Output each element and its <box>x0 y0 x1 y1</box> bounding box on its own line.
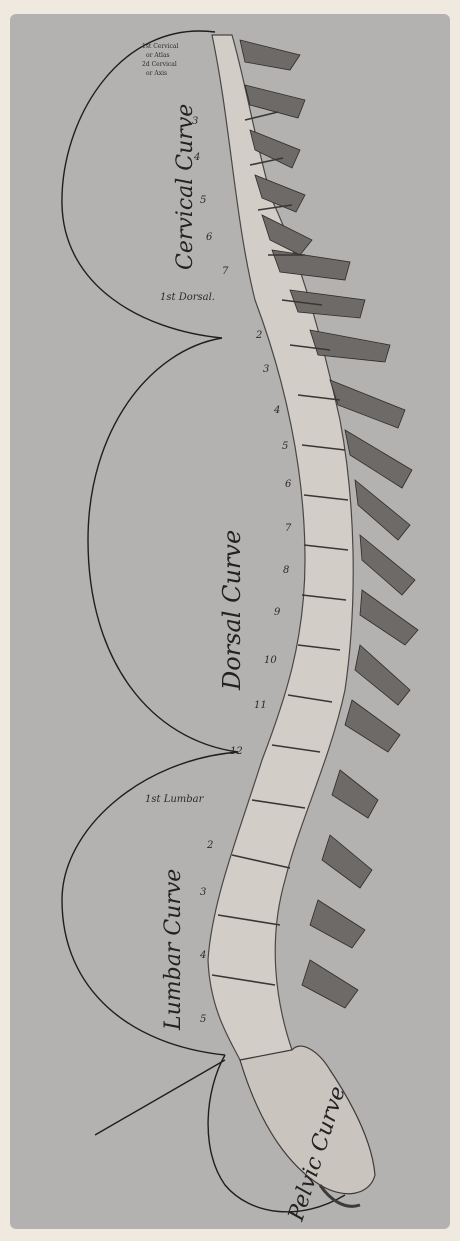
dorsal-number: 3 <box>263 364 269 375</box>
cervical-number: 6 <box>206 232 213 243</box>
dorsal-number: 5 <box>282 441 288 452</box>
dorsal-number: 10 <box>264 655 277 666</box>
dorsal-number: 2 <box>255 330 262 341</box>
cervical-number: 5 <box>200 195 206 206</box>
lumbar-number: 2 <box>206 840 213 851</box>
lumbar-curve-title: Lumbar Curve <box>161 869 186 1031</box>
dorsal-number: 4 <box>273 405 280 416</box>
dorsal-number: 6 <box>285 479 292 490</box>
dorsal-number: 11 <box>254 700 267 711</box>
cervical-number: 7 <box>222 266 229 277</box>
note-line-3: 2d Cervical <box>142 61 177 68</box>
first-dorsal-marker: 1st Dorsal. <box>160 292 215 303</box>
dorsal-number: 9 <box>274 607 281 618</box>
dorsal-number: 12 <box>230 746 243 757</box>
note-line-4: or Axis <box>146 70 167 77</box>
first-lumbar-marker: 1st Lumbar <box>145 794 205 805</box>
note-line-2: or Atlas <box>146 52 170 59</box>
cervical-curve-title: Cervical Curve <box>173 104 198 270</box>
lumbar-number: 3 <box>200 887 206 898</box>
dorsal-curve-title: Dorsal Curve <box>218 530 246 691</box>
dorsal-number: 7 <box>285 523 292 534</box>
note-line-1: 1st Cervical <box>142 43 178 50</box>
lumbar-number: 4 <box>199 950 206 961</box>
lumbar-number: 5 <box>200 1014 206 1025</box>
dorsal-number: 8 <box>283 565 289 576</box>
